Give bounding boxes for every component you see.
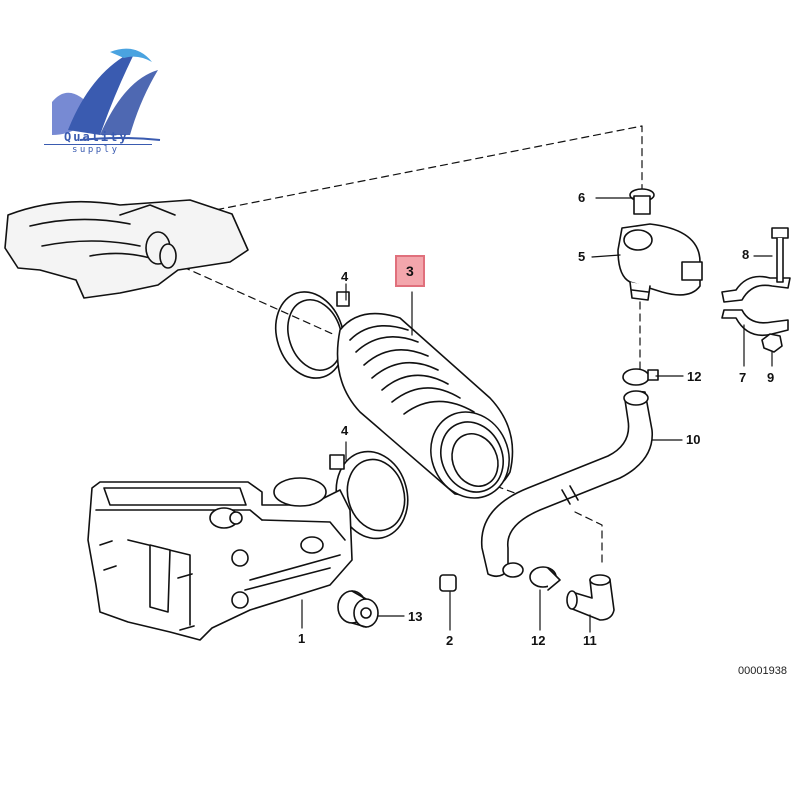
quality-supply-logo	[52, 48, 161, 141]
callout-6: 6	[578, 190, 586, 205]
callout-10: 10	[686, 432, 701, 447]
diagram-reference-number: 00001938	[738, 665, 787, 677]
callout-11: 11	[583, 633, 597, 648]
hollow-screw	[629, 188, 655, 215]
logo-subword: supply	[72, 145, 120, 155]
callout-9: 9	[767, 370, 775, 385]
callout-1: 1	[298, 631, 306, 646]
idle-control-valve	[617, 223, 703, 301]
callout-8: 8	[742, 247, 750, 262]
bellows-intake-hose	[336, 312, 514, 499]
hose-elbow	[566, 574, 615, 621]
hex-bolt	[771, 227, 789, 283]
logo-rule	[44, 144, 152, 145]
hose-clip-lower	[529, 566, 561, 591]
electrical-connector	[337, 590, 379, 628]
intake-manifold	[4, 199, 249, 299]
callout-3-highlighted: 3	[395, 255, 425, 287]
callout-13: 13	[408, 609, 423, 624]
valve-bracket	[721, 275, 791, 337]
vent-hose	[480, 390, 653, 578]
callout-12-lower: 12	[531, 633, 546, 648]
sealing-plug	[439, 574, 457, 592]
callout-4-lower: 4	[341, 423, 349, 438]
logo-word: Quality	[64, 130, 129, 144]
hex-nut	[761, 333, 783, 353]
callout-2: 2	[446, 633, 454, 648]
callout-5: 5	[578, 249, 586, 264]
callout-leaders	[301, 197, 773, 633]
callout-4-upper: 4	[341, 269, 349, 284]
callout-12-upper: 12	[687, 369, 702, 384]
hose-clip-upper	[622, 368, 659, 386]
callout-7: 7	[739, 370, 747, 385]
air-flow-meter	[87, 477, 353, 641]
